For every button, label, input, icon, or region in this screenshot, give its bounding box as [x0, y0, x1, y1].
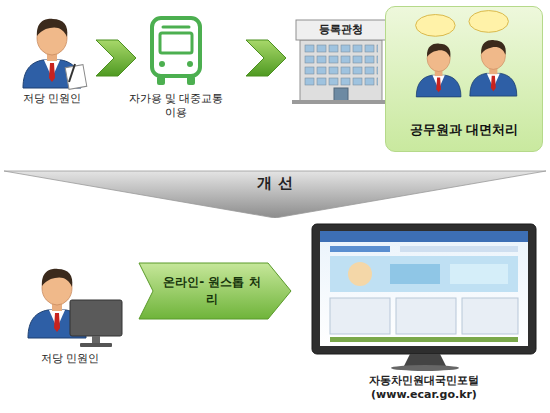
- bus-icon: [152, 18, 200, 85]
- node-text: 개 선: [4, 168, 546, 193]
- online-chevron: 온라인- 원스톱 처리: [138, 262, 292, 320]
- building-icon: [292, 20, 390, 104]
- node-text: 온라인- 원스톱 처리: [160, 274, 264, 308]
- petitioner-at-computer-icon: [28, 269, 122, 347]
- petitioner-label: 저당 민원인: [7, 92, 97, 106]
- portal-monitor: [312, 224, 536, 371]
- chevron-shape: [138, 262, 292, 320]
- office-label: 등록관청: [298, 23, 384, 37]
- officer-panel: 공무원과 대면처리: [385, 6, 543, 152]
- transport-label: 자가용 및 대중교통 이용: [128, 92, 224, 120]
- improvement-band: 개 선: [4, 168, 546, 218]
- node-text: 공무원과 대면처리: [394, 121, 534, 139]
- flow-chevron: [96, 40, 136, 76]
- petitioner-icon: [23, 19, 87, 90]
- portal-label: 자동차민원대국민포털 (www.ecar.go.kr): [319, 374, 529, 402]
- officers-illustration: [386, 7, 542, 105]
- flow-chevron: [246, 40, 286, 76]
- petitioner-label: 저당 민원인: [20, 352, 120, 366]
